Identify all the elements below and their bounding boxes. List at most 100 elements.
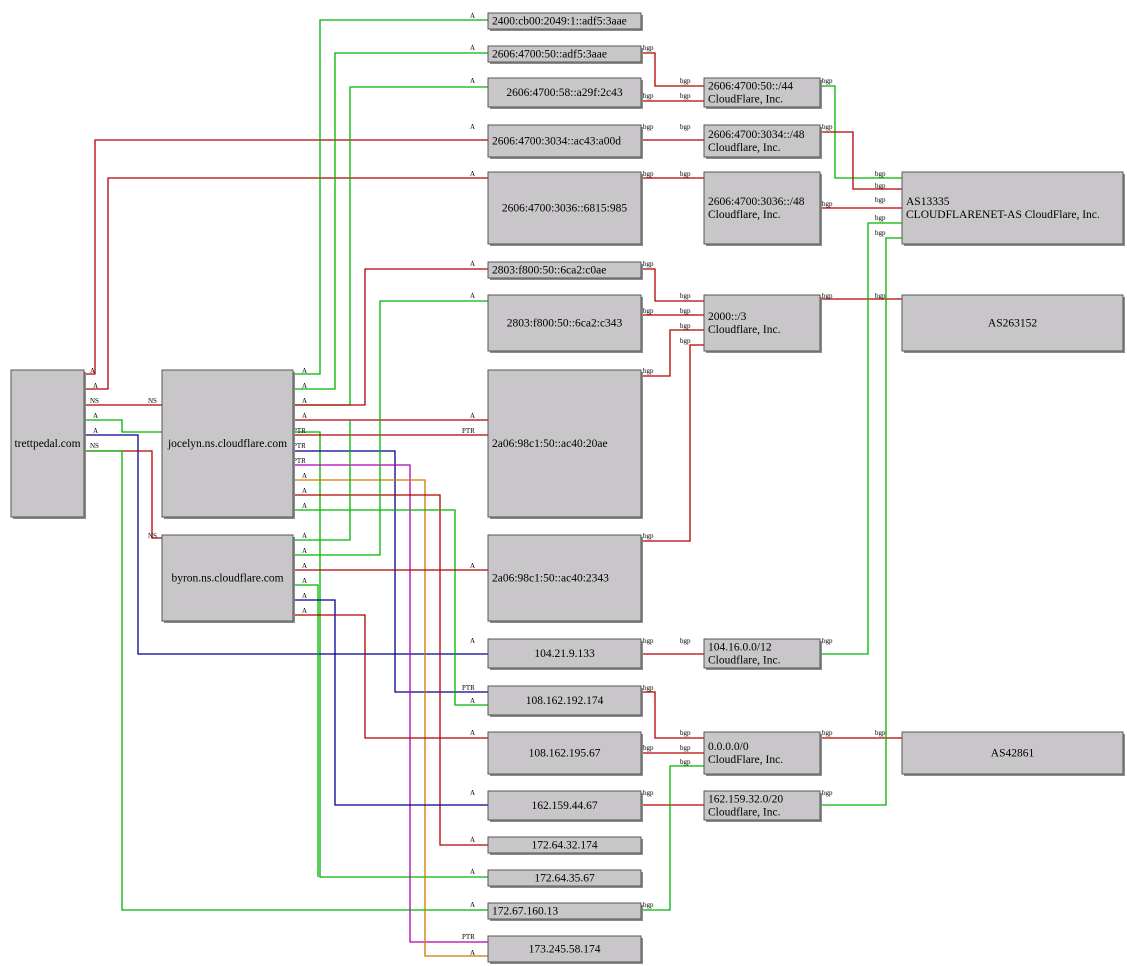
node-label: 2606:4700:50::/44	[708, 81, 793, 93]
node-box	[487, 369, 642, 518]
node-as42861[interactable]: AS42861	[901, 731, 1125, 776]
edge-line	[641, 765, 704, 911]
edge-label-ptr: PTR	[293, 442, 306, 450]
edge-label-bgp: bgp	[643, 260, 654, 268]
node-ip108-67[interactable]: 108.162.195.67	[487, 731, 643, 776]
node-box	[487, 12, 642, 30]
edge-label-bgp: bgp	[643, 123, 654, 131]
edge-line	[641, 52, 704, 87]
edge-ip2a06_20ae-pfx2000-bgp	[641, 329, 704, 377]
node-label: 2606:4700:3034::ac43:a00d	[492, 136, 621, 148]
edge-label-bgp: bgp	[875, 170, 886, 178]
node-box	[487, 685, 642, 716]
edge-label-bgp: bgp	[822, 729, 833, 737]
edge-label-bgp: bgp	[680, 322, 691, 330]
node-ip2a06-2343[interactable]: 2a06:98c1:50::ac40:2343	[487, 534, 643, 623]
edge-label-ptr: PTR	[462, 933, 475, 941]
edge-line	[84, 450, 488, 911]
edge-label-a: A	[470, 789, 475, 797]
node-ip162[interactable]: 162.159.44.67	[487, 790, 643, 822]
edge-label-a: A	[470, 868, 475, 876]
node-as263152[interactable]: AS263152	[901, 294, 1125, 353]
node-byron[interactable]: byron.ns.cloudflare.com	[161, 534, 295, 623]
nodes-layer: trettpedal.com jocelyn.ns.cloudflare.com b…	[10, 12, 1125, 964]
node-ip2606-58[interactable]: 2606:4700:58::a29f:2c43	[487, 77, 643, 109]
edge-ip2803_c0ae-pfx2000-bgp	[641, 268, 704, 302]
node-label: 2000::/3	[708, 311, 747, 323]
node-ip2400[interactable]: 2400:cb00:2049:1::adf5:3aae	[487, 12, 643, 31]
edge-label-ptr: PTR	[462, 427, 475, 435]
node-ip172-174[interactable]: 172.64.32.174	[487, 836, 643, 855]
edge-label-bgp: bgp	[643, 789, 654, 797]
edge-label-bgp: bgp	[875, 182, 886, 190]
node-ip172-13[interactable]: 172.67.160.13	[487, 902, 643, 921]
edge-byron-ip162-a	[293, 599, 488, 806]
edge-label-a: A	[302, 397, 307, 405]
node-box	[10, 369, 85, 518]
node-box	[487, 902, 642, 920]
edge-line	[293, 494, 488, 846]
node-label: CloudFlare, Inc.	[708, 94, 783, 106]
node-trett[interactable]: trettpedal.com	[10, 369, 86, 519]
edge-label-a: A	[470, 123, 475, 131]
node-label: 104.16.0.0/12	[708, 642, 772, 654]
edge-label-bgp: bgp	[875, 292, 886, 300]
edge-label-a: A	[302, 562, 307, 570]
node-label: Cloudflare, Inc.	[708, 142, 781, 154]
node-box	[703, 124, 821, 158]
node-label: 2a06:98c1:50::ac40:2343	[492, 573, 609, 585]
node-box	[703, 731, 821, 775]
edge-label-bgp: bgp	[643, 307, 654, 315]
node-ip2606-50[interactable]: 2606:4700:50::adf5:3aae	[487, 45, 643, 64]
node-ip172-67[interactable]: 172.64.35.67	[487, 869, 643, 888]
edge-label-bgp: bgp	[680, 729, 691, 737]
edge-label-bgp: bgp	[822, 123, 833, 131]
edge-line	[293, 420, 351, 541]
edge-label-ns: NS	[148, 397, 157, 405]
node-ip173[interactable]: 173.245.58.174	[487, 935, 643, 964]
node-label: 2606:4700:58::a29f:2c43	[506, 87, 623, 99]
edge-label-bgp: bgp	[643, 901, 654, 909]
edge-byron-ip2803_c343-a	[293, 300, 488, 556]
edge-label-bgp: bgp	[643, 532, 654, 540]
node-ip2803-c0ae[interactable]: 2803:f800:50::6ca2:c0ae	[487, 261, 643, 280]
edge-line	[293, 19, 488, 375]
node-ip2a06-20ae[interactable]: 2a06:98c1:50::ac40:20ae	[487, 369, 643, 519]
edge-pfx2606_3034-as13335-bgp	[820, 131, 902, 190]
edge-label-bgp: bgp	[680, 758, 691, 766]
node-label: 172.67.160.13	[492, 906, 558, 918]
node-ip108-174[interactable]: 108.162.192.174	[487, 685, 643, 717]
edge-line	[84, 419, 488, 878]
edge-trett-byron-ns	[84, 450, 162, 539]
node-ip2606-3034[interactable]: 2606:4700:3034::ac43:a00d	[487, 124, 643, 159]
node-box	[901, 294, 1124, 352]
edge-label-a: A	[470, 170, 475, 178]
edge-trett-ip2606_3034-a	[84, 139, 488, 375]
edge-label-ns: NS	[90, 442, 99, 450]
node-box	[487, 45, 642, 63]
node-ip104[interactable]: 104.21.9.133	[487, 638, 643, 670]
edge-label-a: A	[302, 502, 307, 510]
node-jocelyn[interactable]: jocelyn.ns.cloudflare.com	[161, 369, 295, 519]
node-label: 0.0.0.0/0	[708, 741, 749, 753]
edge-line	[84, 434, 488, 655]
node-ip2803-c343[interactable]: 2803:f800:50::6ca2:c343	[487, 294, 643, 353]
edge-label-bgp: bgp	[680, 744, 691, 752]
edge-label-bgp: bgp	[875, 229, 886, 237]
node-ip2606-3036[interactable]: 2606:4700:3036::6815:985	[487, 171, 643, 246]
node-box	[703, 294, 821, 352]
edge-label-bgp: bgp	[643, 92, 654, 100]
node-label: AS13335	[906, 196, 950, 208]
edge-jocelyn-ip108_174-a	[293, 509, 488, 706]
edge-label-bgp: bgp	[643, 367, 654, 375]
edge-line	[293, 479, 488, 957]
edge-line	[293, 52, 488, 390]
